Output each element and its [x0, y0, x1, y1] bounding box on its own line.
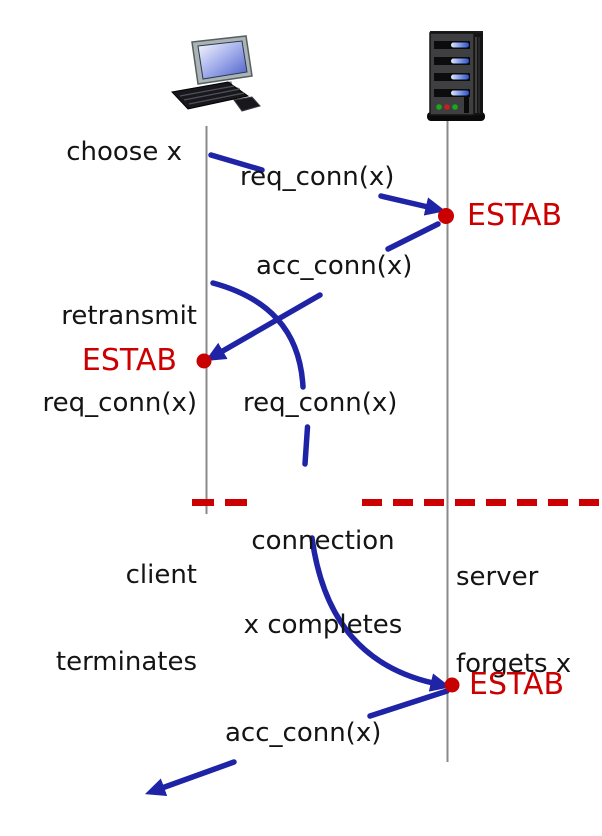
acc-conn-1-arrow-start: [385, 221, 441, 252]
estab-dot-client: [196, 353, 212, 369]
choose-x-label: choose x: [66, 137, 182, 167]
connection-completes-line2: x completes: [243, 610, 403, 640]
server-forgets-line1: server: [456, 562, 539, 592]
req-conn-1-arrow-end: [378, 193, 446, 216]
retransmit-label-line2: req_conn(x): [42, 388, 197, 418]
client-terminates-line2: terminates: [55, 647, 197, 677]
estab-client-label: ESTAB: [81, 343, 177, 378]
acc-conn-1-label: acc_conn(x): [256, 251, 413, 281]
acc-conn-2-arrow-end: [144, 759, 237, 797]
connection-completes-line1: connection: [251, 526, 395, 556]
retransmit-curve-top: [210, 280, 306, 390]
estab-server-1-label: ESTAB: [467, 198, 563, 233]
acc-conn-2-label: acc_conn(x): [225, 718, 382, 748]
server-forgets-label: server forgets x: [456, 505, 571, 737]
client-terminates-label: client terminates: [56, 503, 197, 735]
server-forgets-line2: forgets x: [456, 649, 572, 679]
desktop-computer-icon: [171, 35, 261, 112]
req-conn-1-label: req_conn(x): [240, 162, 395, 192]
req-conn-2-label: req_conn(x): [243, 388, 398, 418]
estab-dot-server-1: [438, 208, 454, 224]
acc-conn-1-arrow-end: [205, 292, 323, 362]
estab-server-2-label: ESTAB: [469, 667, 565, 702]
connection-completes-label: connection x completes: [240, 471, 406, 695]
estab-dot-server-2: [444, 677, 460, 693]
retransmit-label: retransmit req_conn(x): [43, 244, 197, 476]
retransmit-label-line1: retransmit: [61, 301, 197, 331]
retransmit-curve-middle: [302, 424, 311, 467]
client-terminates-line1: client: [125, 560, 197, 590]
retransmit-curve-bottom: [309, 535, 451, 692]
req-conn-1-arrow-start: [208, 152, 265, 173]
server-tower-icon: [427, 31, 485, 121]
acc-conn-2-arrow-start: [367, 688, 450, 719]
